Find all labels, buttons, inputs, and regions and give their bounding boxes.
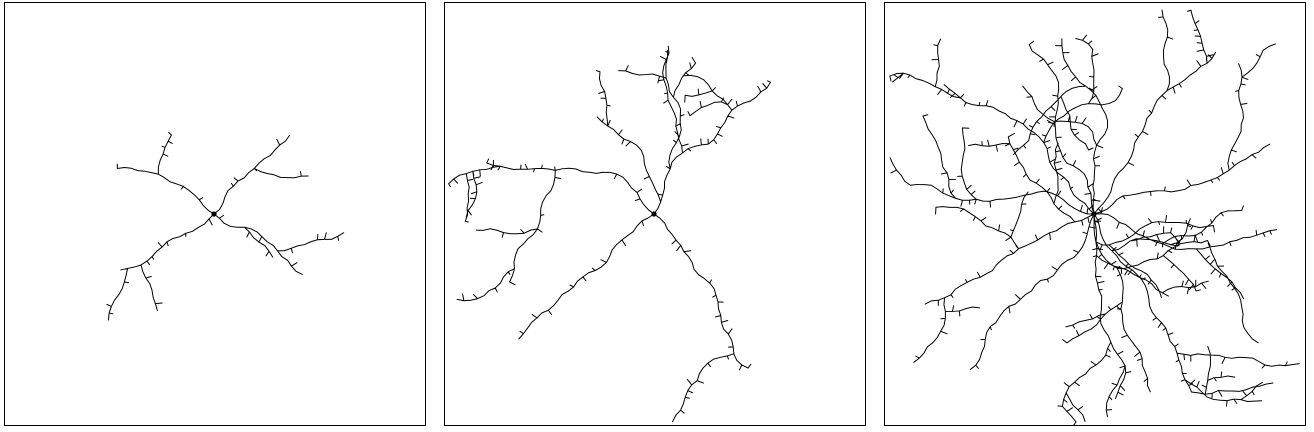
dendrite-path <box>106 131 345 321</box>
dendrite-path <box>448 45 771 423</box>
seed-point <box>211 211 217 217</box>
dendrite-lines-1 <box>106 131 345 321</box>
dendrite-lines-2 <box>448 45 771 423</box>
growth-panel-1 <box>4 2 426 426</box>
dendrite-path <box>889 9 1300 425</box>
dendrite-canvas-3 <box>889 9 1300 425</box>
dendrite-lines-3 <box>889 9 1300 425</box>
growth-panel-3 <box>884 2 1306 426</box>
seed-point <box>1091 211 1097 217</box>
dendrite-canvas-2 <box>448 45 771 423</box>
growth-panel-2 <box>444 2 866 426</box>
seed-point <box>651 211 657 217</box>
dendrite-canvas-1 <box>106 131 345 321</box>
